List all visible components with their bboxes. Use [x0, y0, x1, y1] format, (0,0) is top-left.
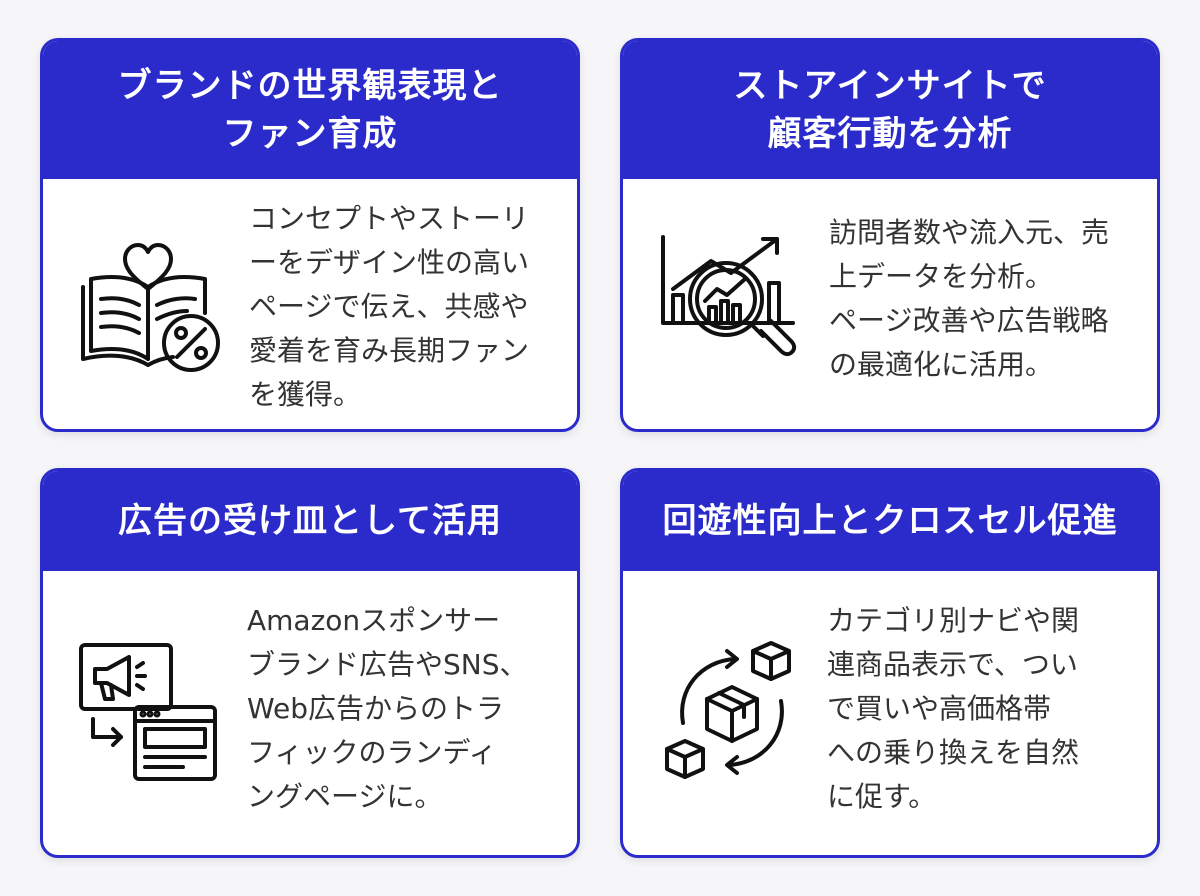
chart-magnifier-icon	[651, 221, 801, 371]
card-title: 広告の受け皿として活用	[43, 471, 577, 571]
card-brand-worldview: ブランドの世界観表現と ファン育成	[40, 38, 580, 432]
card-body: カテゴリ別ナビや関 連商品表示で、つい で買いや高価格帯 への乗り換えを自然 に…	[623, 571, 1157, 855]
card-title: ストアインサイトで 顧客行動を分析	[623, 41, 1157, 179]
card-title: 回遊性向上とクロスセル促進	[623, 471, 1157, 571]
megaphone-landing-page-icon	[73, 637, 223, 787]
card-store-insights: ストアインサイトで 顧客行動を分析	[620, 38, 1160, 432]
card-description: カテゴリ別ナビや関 連商品表示で、つい で買いや高価格帯 への乗り換えを自然 に…	[827, 604, 1080, 813]
card-title: ブランドの世界観表現と ファン育成	[43, 41, 577, 179]
book-heart-percent-icon	[73, 227, 223, 377]
card-description: コンセプトやストーリ ーをデザイン性の高い ページで伝え、共感や 愛着を育み長期…	[249, 202, 530, 411]
card-description: 訪問者数や流入元、売 上データを分析。 ページ改善や広告戦略 の最適化に活用。	[829, 216, 1110, 381]
boxes-cycle-icon	[657, 637, 807, 787]
card-cross-sell: 回遊性向上とクロスセル促進	[620, 468, 1160, 858]
card-body: 訪問者数や流入元、売 上データを分析。 ページ改善や広告戦略 の最適化に活用。	[623, 179, 1157, 429]
card-ad-landing: 広告の受け皿として活用	[40, 468, 580, 858]
card-body: コンセプトやストーリ ーをデザイン性の高い ページで伝え、共感や 愛着を育み長期…	[43, 179, 577, 429]
card-body: Amazonスポンサー ブランド広告やSNS、 Web広告からのトラ フィックの…	[43, 571, 577, 855]
card-description: Amazonスポンサー ブランド広告やSNS、 Web広告からのトラ フィックの…	[247, 604, 528, 813]
